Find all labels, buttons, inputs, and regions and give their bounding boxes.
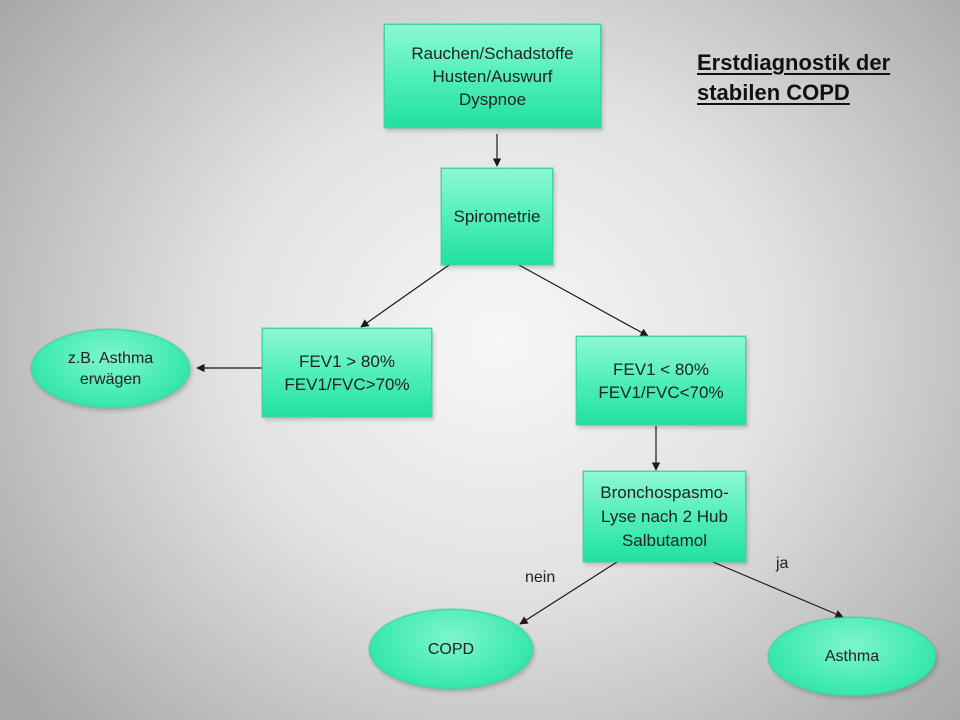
diagram-title-line1: Erstdiagnostik der <box>697 50 891 75</box>
node-asthma: Asthma <box>768 617 936 696</box>
edge-label-ja: ja <box>776 555 789 572</box>
diagram-title: Erstdiagnostik der stabilen COPD <box>697 48 890 108</box>
diagram-title-line2: stabilen COPD <box>697 80 850 105</box>
node-spirometrie: Spirometrie <box>441 168 553 265</box>
node-symptoms: Rauchen/Schadstoffe Husten/Auswurf Dyspn… <box>384 24 601 128</box>
edge-label-nein: nein <box>525 569 556 586</box>
node-bronchospasmolyse: Bronchospasmo- Lyse nach 2 Hub Salbutamo… <box>583 471 746 562</box>
arrow-bronchospasmolyse-to-copd <box>519 561 618 625</box>
arrow-spirometrie-to-fev-high <box>360 264 450 328</box>
arrow-bronchospasmolyse-to-asthma <box>712 561 844 618</box>
node-asthma-erwaegen: z.B. Asthma erwägen <box>31 329 190 408</box>
arrow-spirometrie-to-fev-low <box>518 264 649 337</box>
node-fev-low: FEV1 < 80% FEV1/FVC<70% <box>576 336 746 425</box>
node-fev-high: FEV1 > 80% FEV1/FVC>70% <box>262 328 432 417</box>
node-copd: COPD <box>369 609 533 689</box>
